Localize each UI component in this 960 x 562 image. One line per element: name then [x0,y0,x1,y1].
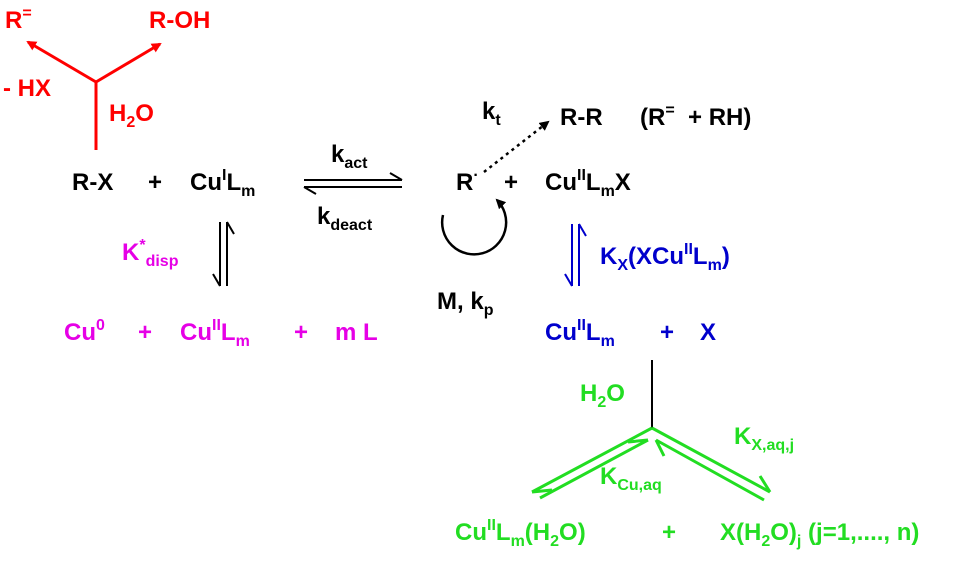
kt-label: kt [482,98,501,129]
plus-sign: + [138,319,153,346]
plus-sign: + [148,169,163,196]
aqua-copper-complex: CuIILm(H2O) [455,517,586,550]
water-label-red: H2O [109,100,154,131]
disproportionation-arrows [212,221,235,287]
green-left-out [531,426,653,494]
propagation-cycle [440,198,508,256]
disp-arrow-up [226,221,235,286]
plus-sign: + [662,519,677,546]
green-right-out [651,426,772,494]
kdeact-arrow [303,186,402,195]
plus-sign: + [294,319,309,346]
halide-arrow-up [578,223,587,286]
green-left-back [539,438,649,500]
free-halide: X [700,319,717,346]
deactivator-complex: CuIILmX [545,167,631,200]
alcohol-product: R-OH [149,7,211,34]
aqueous-arrows [531,426,772,502]
propagation-label: M, kp [437,288,494,319]
termination-arrow [483,120,550,173]
activation-arrows [303,172,403,195]
water-label-green: H2O [580,380,625,411]
green-right-back [654,438,765,502]
cu2-complex: CuIILm [180,317,250,350]
disproportionation-products: (R= + RH) [640,102,752,131]
kcu-aq-label: KCu,aq [600,463,662,494]
kx-label: KX(XCuIILm) [600,241,730,274]
radical: R· [456,167,479,196]
alkene-product: R= [5,5,32,34]
hydrolysis-branch [26,40,162,150]
kx-aq-label: KX,aq,j [734,423,795,454]
kdeact-label: kdeact [317,203,373,234]
plus-sign: + [660,319,675,346]
aqua-halide: X(H2O)j (j=1,...., n) [720,519,920,550]
kdisp-label: K*disp [122,237,179,270]
free-ligand: m L [335,319,378,346]
hx-elimination-label: - HX [3,75,51,102]
termination-product: R-R [560,104,603,131]
red-arrow-alcohol [95,42,162,84]
plus-sign: + [504,169,519,196]
kact-arrow [304,172,403,181]
activator-complex: CuILm [190,167,256,200]
disp-arrow-down [212,222,221,287]
halide-arrows [564,223,587,287]
red-arrow-alkene [26,40,97,84]
copper-zero: Cu0 [64,317,105,346]
alkyl-halide: R-X [72,169,114,196]
kact-label: kact [331,141,368,172]
halide-arrow-down [564,224,573,287]
cu2-complex-blue: CuIILm [545,317,615,350]
